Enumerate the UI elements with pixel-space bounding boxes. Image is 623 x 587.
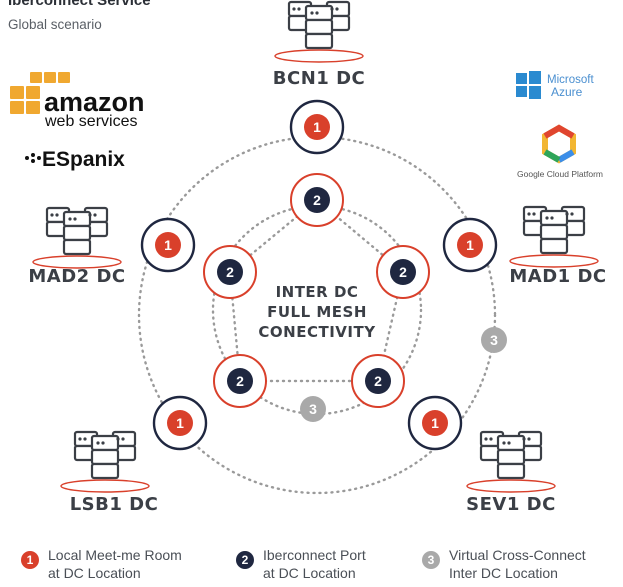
legend-label: Virtual Cross-Connect: [449, 547, 586, 563]
svg-text:Azure: Azure: [551, 85, 583, 99]
svg-text:1: 1: [313, 119, 321, 135]
svg-text:Google Cloud Platform: Google Cloud Platform: [517, 169, 603, 179]
legend-badge-1: 1: [21, 551, 39, 569]
outer-ring: [137, 135, 497, 495]
server-icon: [508, 205, 600, 269]
center-label-line3: CONECTIVITY: [258, 323, 376, 341]
legend-label: Iberconnect Port: [263, 547, 366, 563]
svg-text:1: 1: [164, 237, 172, 253]
meetme-node-lsb1: 1: [152, 395, 208, 451]
meetme-node-sev1: 1: [407, 395, 463, 451]
legend-label: at DC Location: [48, 565, 141, 581]
svg-text:1: 1: [176, 415, 184, 431]
dc-label-bcn1: BCN1 DC: [273, 68, 365, 89]
dc-label-mad1: MAD1 DC: [509, 266, 606, 287]
dc-label-mad2: MAD2 DC: [28, 266, 125, 287]
virtual-xc-right: 3: [481, 327, 507, 353]
server-icon: [31, 206, 123, 270]
meetme-node-mad1: 1: [442, 217, 498, 273]
legend-label: at DC Location: [263, 565, 356, 581]
svg-text:web services: web services: [44, 113, 137, 130]
legend-badge-3: 3: [422, 551, 440, 569]
page-title: Iberconnect Service: [8, 0, 151, 9]
inner-mesh: [228, 198, 405, 383]
dc-label-sev1: SEV1 DC: [466, 494, 556, 515]
server-icon: [273, 0, 365, 64]
svg-text:ESpanix: ESpanix: [42, 148, 125, 171]
center-label-line2: FULL MESH: [267, 303, 367, 321]
svg-text:Microsoft: Microsoft: [547, 74, 594, 86]
page-subtitle: Global scenario: [8, 17, 102, 32]
meetme-node-mad2: 1: [140, 217, 196, 273]
svg-text:1: 1: [431, 415, 439, 431]
port-node-left: 2: [203, 245, 257, 299]
server-icon: [59, 430, 151, 494]
espanix-logo: ESpanix: [25, 148, 125, 171]
svg-text:2: 2: [399, 264, 407, 280]
port-node-right: 2: [376, 245, 430, 299]
port-node-top: 2: [290, 173, 344, 227]
svg-text:2: 2: [374, 373, 382, 389]
svg-text:2: 2: [313, 192, 321, 208]
server-icon: [465, 430, 557, 494]
amazon-web-services-logo: amazon web services: [10, 72, 145, 130]
google-cloud-platform-logo: Google Cloud Platform: [517, 124, 603, 179]
svg-text:2: 2: [236, 373, 244, 389]
port-node-bottom-left: 2: [213, 354, 267, 408]
legend-label: Inter DC Location: [449, 565, 558, 581]
svg-text:3: 3: [490, 332, 498, 348]
legend-badge-2: 2: [236, 551, 254, 569]
meetme-node-bcn1: 1: [289, 99, 345, 155]
legend-label: Local Meet-me Room: [48, 547, 182, 563]
dc-label-lsb1: LSB1 DC: [70, 494, 159, 515]
center-label-line1: INTER DC: [276, 283, 359, 301]
svg-text:amazon: amazon: [44, 87, 145, 117]
svg-text:2: 2: [226, 264, 234, 280]
virtual-xc-bottom: 3: [300, 396, 326, 422]
microsoft-azure-logo: Microsoft Azure: [516, 71, 594, 99]
svg-text:1: 1: [466, 237, 474, 253]
svg-text:3: 3: [309, 401, 317, 417]
port-node-bottom-right: 2: [351, 354, 405, 408]
